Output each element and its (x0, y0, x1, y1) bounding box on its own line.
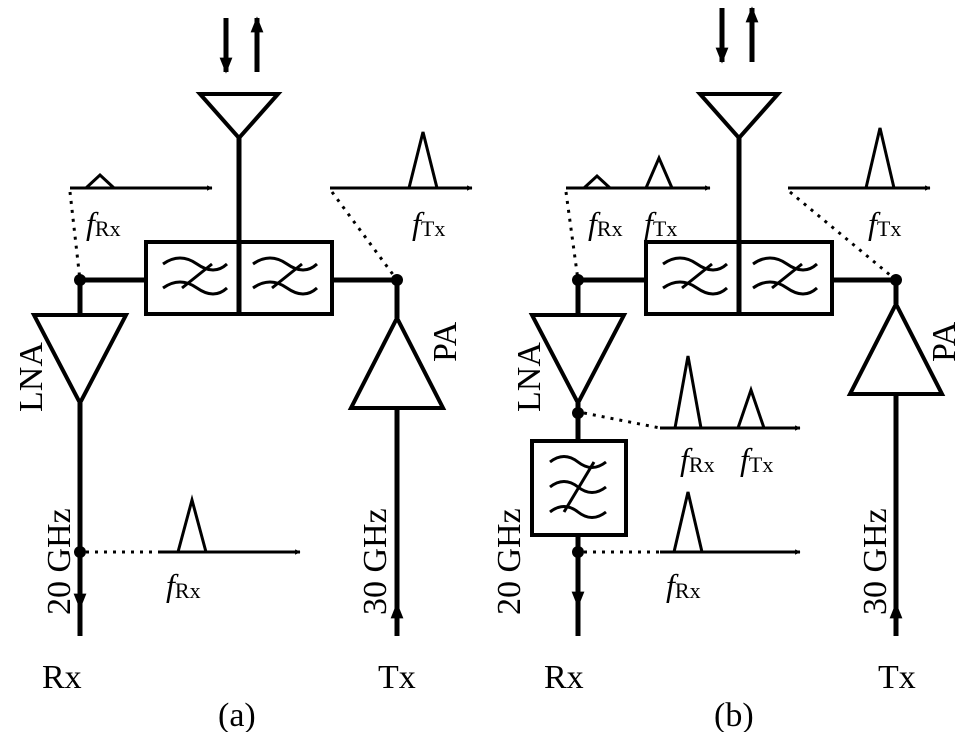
f-tx-top: fTx (412, 205, 445, 241)
diplexer-icon (144, 240, 334, 316)
panel-a: LNA PA 20 GHz 30 GHz Rx Tx (a) fRx (13, 16, 473, 732)
panel-b: LNA PA 20 GHz 30 GHz Rx Tx (b) (491, 6, 962, 732)
caption-b: (b) (714, 697, 754, 732)
antenna-icon (195, 16, 283, 242)
spectrum-icon-rx-output-b: fRx (584, 491, 801, 603)
spectrum-icon-tx-b: fTx (788, 127, 931, 282)
f-tx-top-b: fTx (868, 205, 901, 241)
spectrum-icon-rx-input-b: fRx fTx (564, 154, 711, 281)
diplexer-icon-b (644, 240, 834, 316)
tx-port-label-b: Tx (878, 659, 916, 696)
lna-amplifier-icon (30, 280, 130, 408)
filter-icon-b (530, 439, 628, 537)
tx-freq-label-b: 30 GHz (857, 508, 894, 615)
lna-label-b: LNA (511, 342, 548, 412)
f-rx-mid-b: fRx (680, 441, 715, 477)
tx-port-label: Tx (378, 659, 416, 696)
tx-freq-label: 30 GHz (357, 508, 394, 615)
pa-label: PA (427, 321, 464, 362)
rx-output-dot-b (572, 546, 584, 558)
antenna-icon-b (695, 6, 783, 242)
f-tx-top-b-leak: fTx (644, 205, 677, 241)
spectrum-icon-rx-output: fRx (86, 494, 301, 603)
spectrum-icon-tx: fTx (330, 131, 473, 281)
rx-freq-label-b: 20 GHz (491, 508, 528, 615)
rx-port-label: Rx (42, 659, 82, 696)
f-tx-mid-b: fTx (740, 441, 773, 477)
rx-freq-label: 20 GHz (41, 508, 78, 615)
f-rx-top-b: fRx (588, 205, 623, 241)
rx-port-label-b: Rx (544, 659, 584, 696)
f-rx-bottom: fRx (166, 567, 201, 603)
lna-amplifier-icon-b (528, 280, 628, 408)
rx-output-dot (74, 546, 86, 558)
spectrum-icon-lna-output-b: fRx fTx (583, 355, 801, 477)
pa-label-b: PA (926, 321, 962, 362)
f-rx-bottom-b: fRx (666, 567, 701, 603)
caption-a: (a) (218, 697, 256, 732)
f-rx-top: fRx (86, 205, 121, 241)
lna-label: LNA (13, 342, 50, 412)
